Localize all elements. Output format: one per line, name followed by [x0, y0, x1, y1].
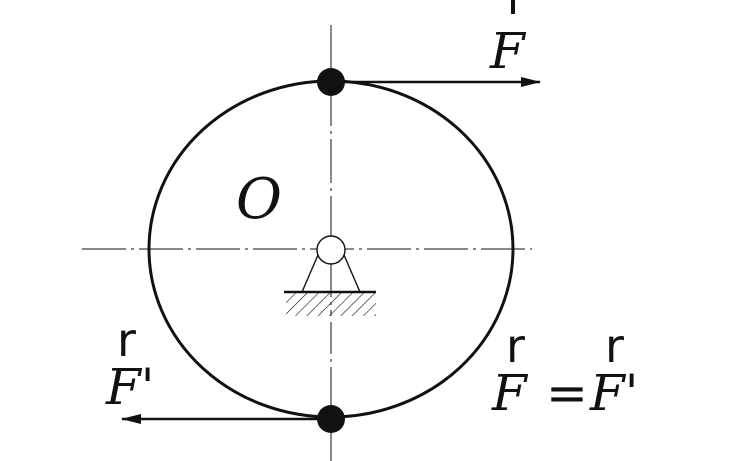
center-label: O [236, 167, 282, 232]
bottom-contact-point [317, 405, 345, 433]
equation-equals-sign: = [546, 364, 588, 422]
force-top-label: F [489, 22, 527, 80]
ground-hatch [286, 292, 376, 320]
equation-right-vector-mark: r [605, 319, 624, 373]
force-bottom-vector-mark: r [117, 313, 136, 367]
pin-support [284, 235, 378, 322]
top-contact-point [317, 68, 345, 96]
force-bottom-label: F' [105, 358, 154, 416]
equation-left-vector-mark: r [506, 319, 525, 373]
equation-left-label: F [491, 364, 529, 422]
pin-circle [316, 235, 346, 265]
equation-right-label: F' [589, 364, 638, 422]
